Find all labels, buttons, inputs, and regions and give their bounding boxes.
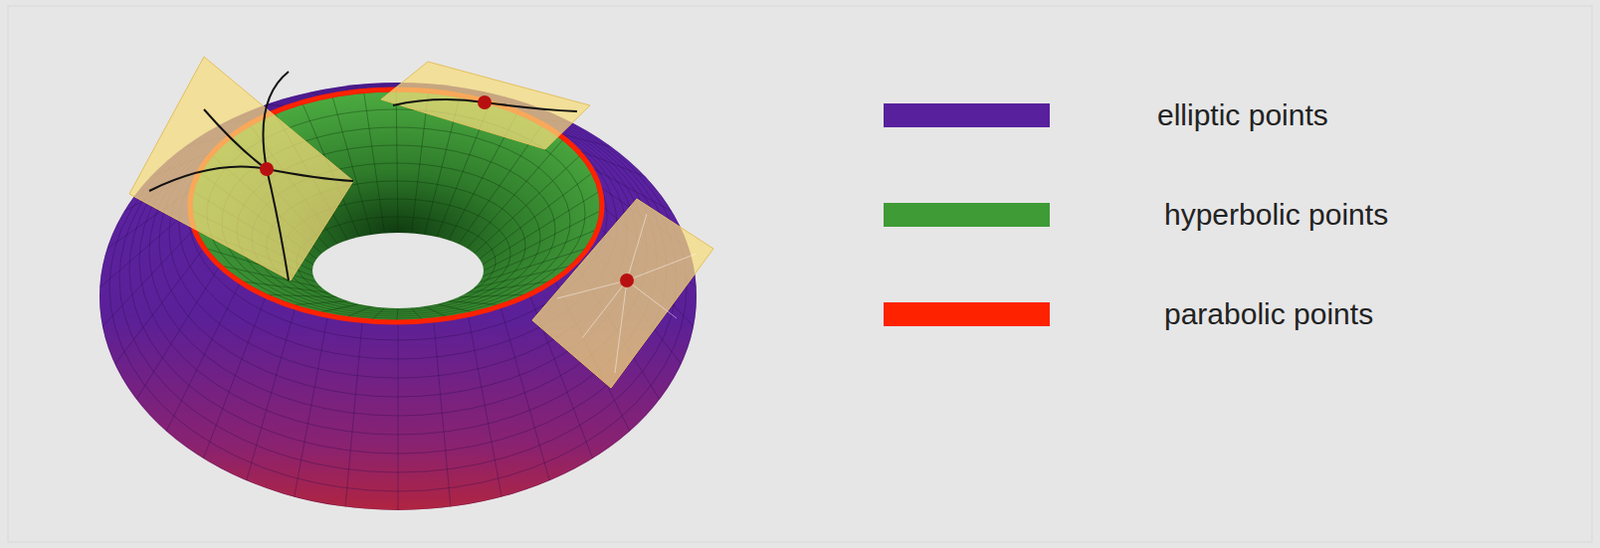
legend-swatch — [883, 302, 1050, 327]
curve — [203, 109, 289, 281]
tangent-plane — [381, 61, 591, 150]
legend-swatch — [883, 103, 1050, 128]
legend-label: elliptic points — [1157, 97, 1329, 134]
curve — [149, 167, 354, 192]
legend-swatch — [883, 202, 1050, 227]
legend-label: parabolic points — [1164, 296, 1374, 333]
tangent-plane — [129, 56, 354, 281]
tangent-plane — [532, 199, 714, 389]
point-marker — [619, 273, 634, 288]
torus-hole — [312, 232, 484, 309]
legend-label: hyperbolic points — [1164, 197, 1389, 233]
frame — [7, 5, 1593, 543]
point-marker — [259, 162, 274, 177]
point-marker — [477, 95, 492, 110]
plane-rays — [557, 213, 697, 374]
curve — [262, 71, 289, 170]
